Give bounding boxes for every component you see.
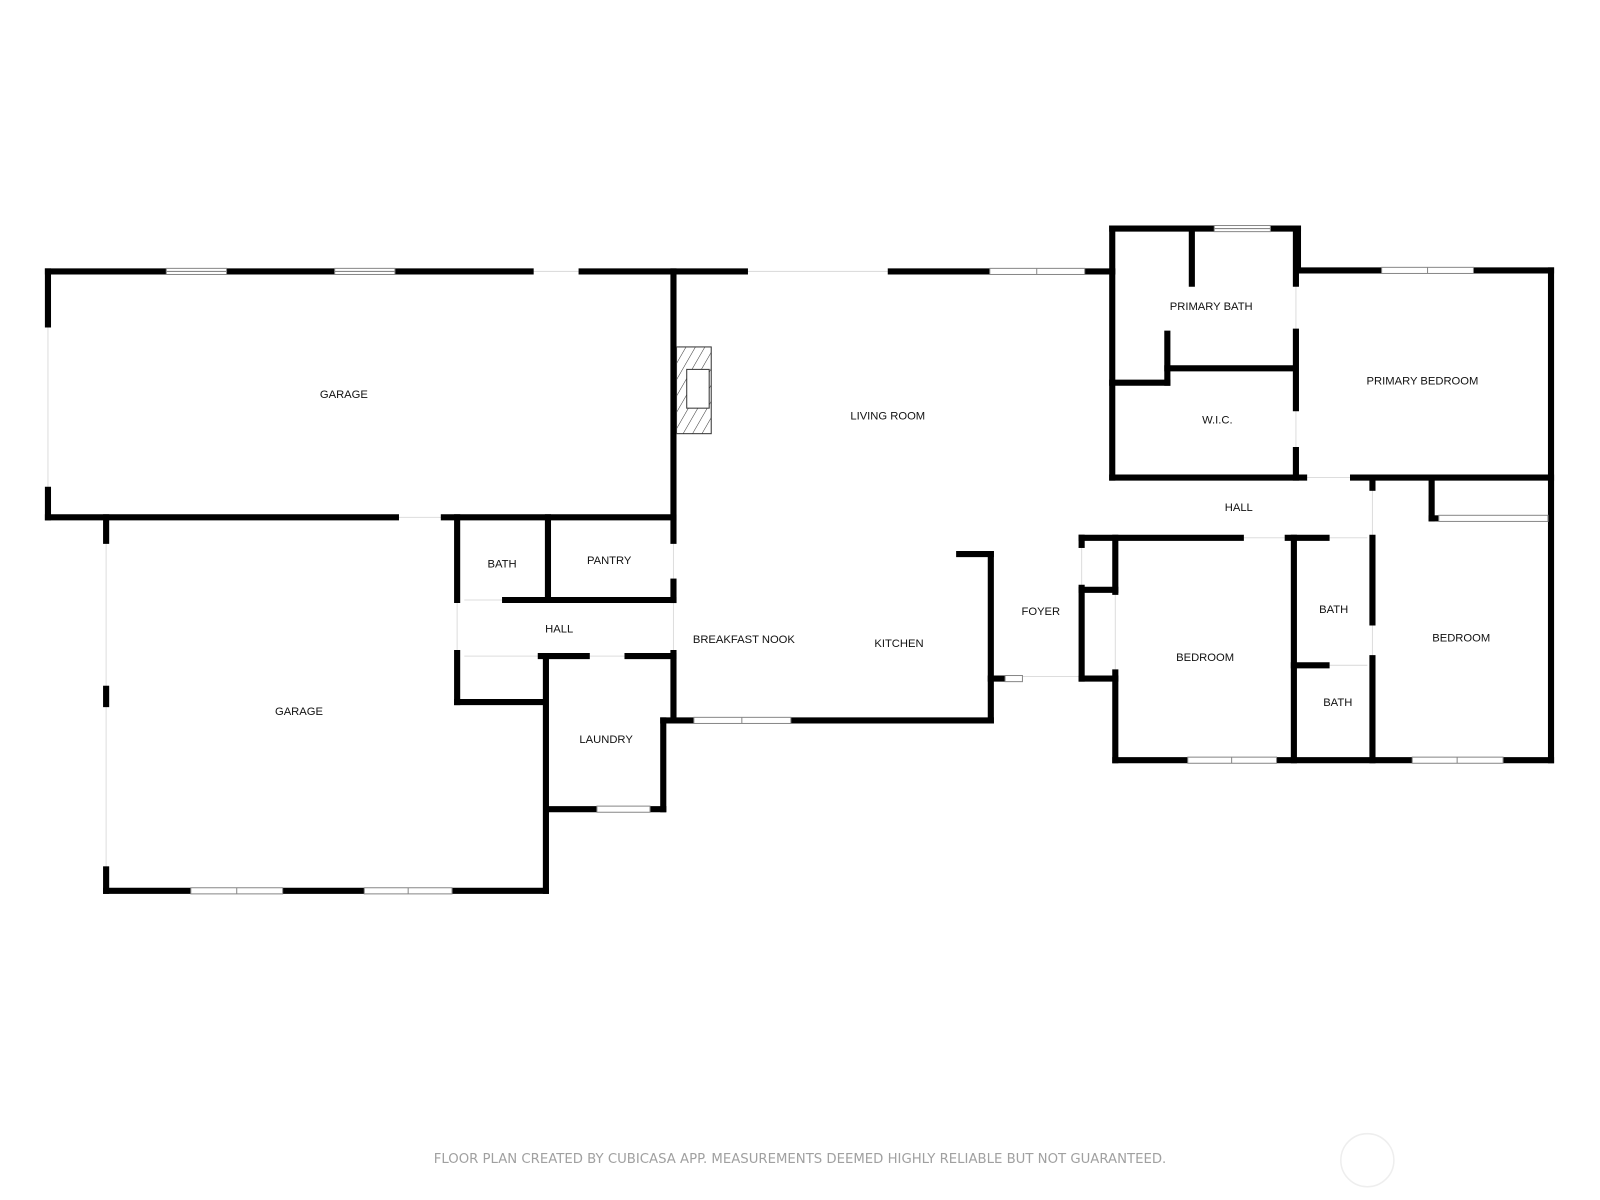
windows <box>165 225 1549 895</box>
room-label-bath-left: BATH <box>487 558 516 570</box>
window <box>596 805 651 813</box>
room-label-living-room: LIVING ROOM <box>850 410 925 422</box>
window <box>190 887 284 895</box>
room-label-breakfast-nook: BREAKFAST NOOK <box>693 634 796 646</box>
room-label-hall-left: HALL <box>545 624 573 636</box>
window <box>1187 756 1278 764</box>
window <box>989 267 1086 275</box>
room-label-pantry: PANTRY <box>587 555 632 567</box>
window <box>334 267 396 275</box>
room-labels: GARAGE GARAGE BATH PANTRY HALL LAUNDRY L… <box>275 301 1490 746</box>
room-label-kitchen: KITCHEN <box>874 638 923 650</box>
window <box>1381 266 1474 274</box>
openings <box>47 270 1373 870</box>
room-label-laundry: LAUNDRY <box>579 734 633 746</box>
room-label-primary-bedroom: PRIMARY BEDROOM <box>1367 376 1479 388</box>
window <box>693 716 792 724</box>
room-label-hall-right: HALL <box>1225 502 1253 514</box>
room-label-wic: W.I.C. <box>1202 414 1233 426</box>
walls <box>44 225 1555 894</box>
room-label-primary-bath: PRIMARY BATH <box>1170 301 1253 313</box>
window <box>165 267 228 275</box>
room-label-garage-top: GARAGE <box>320 389 368 401</box>
window <box>1411 756 1504 764</box>
room-label-bedroom-middle: BEDROOM <box>1176 652 1234 664</box>
room-label-bath-lower: BATH <box>1323 697 1352 709</box>
footer-disclaimer: FLOOR PLAN CREATED BY CUBICASA APP. MEAS… <box>434 1152 1167 1167</box>
window <box>1004 675 1023 683</box>
fireplace-icon <box>676 346 712 435</box>
window <box>363 887 453 895</box>
room-label-garage-bottom: GARAGE <box>275 706 323 718</box>
compass-icon <box>1340 1132 1395 1188</box>
room-label-bath-upper: BATH <box>1319 604 1348 616</box>
window <box>1213 225 1271 233</box>
window <box>1438 514 1549 522</box>
room-label-foyer: FOYER <box>1021 606 1060 618</box>
room-label-bedroom-right: BEDROOM <box>1432 633 1490 645</box>
